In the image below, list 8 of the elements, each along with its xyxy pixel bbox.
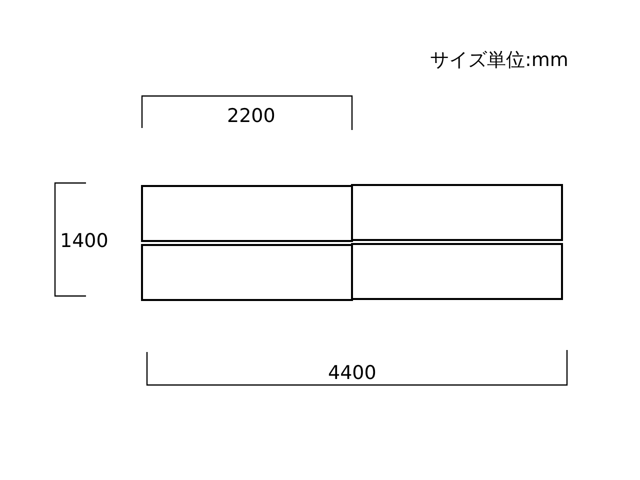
dimension-label: 1400 bbox=[60, 230, 108, 252]
plan-rectangle bbox=[141, 244, 353, 301]
plan-rectangle bbox=[351, 184, 563, 241]
unit-note: サイズ単位:mm bbox=[430, 49, 568, 71]
dimension-label: 2200 bbox=[227, 105, 276, 127]
dimension-label: 4400 bbox=[328, 362, 376, 384]
plan-rectangle bbox=[351, 243, 563, 300]
plan-rectangle bbox=[141, 185, 353, 242]
